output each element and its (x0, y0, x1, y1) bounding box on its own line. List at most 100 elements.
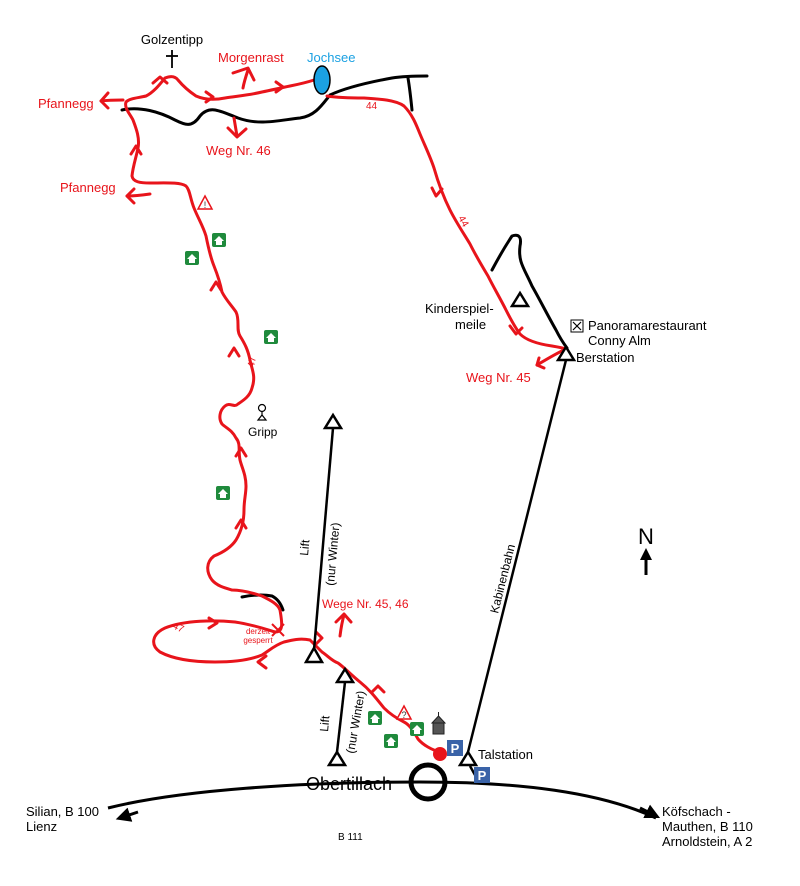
road-b111 (107, 780, 661, 822)
restaurant-icon (570, 319, 584, 333)
hut-icon (384, 734, 398, 748)
route-arrow (256, 654, 268, 670)
lift-upper-line (312, 427, 335, 651)
hut-icon (185, 251, 199, 265)
parking-icon: P (474, 767, 490, 783)
label-talstation: Talstation (478, 747, 533, 762)
label-weg-44-b: 44 (455, 214, 470, 230)
label-gripp: Gripp (248, 425, 278, 439)
route-wege-45-46 (338, 613, 346, 638)
ridge-kinderspiel (490, 233, 569, 350)
start-point-icon (433, 747, 447, 761)
warning-icon: ? (395, 704, 413, 720)
route-arrow (334, 612, 353, 624)
label-conny-alm: Conny Alm (588, 333, 651, 348)
route-arrow (508, 324, 524, 336)
hut-icon (368, 711, 382, 725)
gripp-marker-icon (256, 403, 268, 421)
hut-icon (264, 330, 278, 344)
label-kinderspiel-2: meile (455, 317, 486, 332)
ridge-upper (120, 74, 429, 126)
route-44 (325, 94, 568, 351)
label-kabinenbahn: Kabinenbahn (487, 543, 518, 615)
route-arrow (535, 356, 546, 370)
hut-icon (410, 722, 424, 736)
route-weg-46 (232, 116, 239, 138)
ridge-lines (120, 74, 569, 612)
label-road-b111: B 111 (338, 832, 363, 843)
label-road-left-1: Silian, B 100 (26, 804, 99, 819)
label-jochsee: Jochsee (307, 50, 355, 65)
lifts (303, 290, 577, 785)
route-arrow (370, 684, 386, 694)
parking-icon: P (447, 740, 463, 756)
route-arrow (227, 346, 241, 358)
label-weg-46: Weg Nr. 46 (206, 143, 271, 158)
jochsee-lake (313, 65, 331, 95)
kabinenbahn-line (466, 359, 568, 753)
route-morgenrast (241, 68, 250, 90)
ridge-lower (240, 593, 285, 612)
label-weg-44-a: 44 (366, 101, 378, 112)
route-arrow (234, 518, 248, 530)
ridge-spur (406, 76, 414, 112)
route-direction-arrows (99, 66, 546, 694)
route-main-loop (124, 75, 442, 754)
route-arrow (231, 66, 256, 82)
lift-lower-line (335, 681, 347, 753)
route-pfannegg-top (99, 98, 125, 103)
label-kinderspiel-1: Kinderspiel- (425, 301, 494, 316)
route-arrow (209, 280, 223, 292)
route-arrow (234, 446, 248, 458)
lift-station-icon (457, 749, 479, 767)
hiking-routes (99, 68, 568, 754)
label-pfannegg-top: Pfannegg (38, 96, 94, 111)
svg-text:!: ! (204, 200, 207, 210)
label-lift-lower-2: (nur Winter) (343, 690, 368, 755)
lift-station-icon (509, 290, 531, 308)
hut-icon (216, 486, 230, 500)
route-arrow (125, 187, 136, 205)
route-arrow (99, 91, 110, 110)
lift-station-icon (326, 749, 348, 767)
label-road-right-2: Mauthen, B 110 (662, 819, 753, 834)
label-road-right-3: Arnoldstein, A 2 (662, 834, 752, 849)
label-lift-upper-1: Lift (297, 538, 312, 556)
route-arrow (274, 80, 285, 94)
route-arrow (204, 90, 215, 104)
chapel-icon (430, 712, 447, 735)
north-arrow-icon: N (638, 524, 654, 575)
label-obertillach: Obertillach (306, 774, 392, 794)
route-arrow (207, 616, 219, 630)
town-ring-icon (408, 762, 448, 802)
label-golzentipp: Golzentipp (141, 32, 203, 47)
closure-marker (271, 623, 285, 637)
label-bergstation: Berstation (576, 350, 635, 365)
label-weg-45: Weg Nr. 45 (466, 370, 531, 385)
label-derzeit: derzeit (246, 627, 271, 636)
lift-station-icon (334, 666, 356, 684)
hut-icon (212, 233, 226, 247)
warning-icon: ! (196, 194, 214, 210)
label-lift-lower-1: Lift (317, 714, 332, 732)
lift-station-icon (303, 645, 325, 664)
label-weg-47-a: 47 (246, 355, 259, 368)
route-arrow (129, 144, 143, 156)
summit-cross-icon (166, 50, 178, 68)
svg-text:?: ? (401, 710, 406, 720)
label-weg-47-b: 47 (171, 621, 186, 636)
lift-station-icon (555, 344, 577, 362)
label-wege-45-46: Wege Nr. 45, 46 (322, 597, 409, 611)
label-road-left-2: Lienz (26, 819, 57, 834)
label-road-right-1: Köfschach - (662, 804, 731, 819)
route-arrow (314, 630, 324, 646)
route-arrow (151, 75, 169, 85)
label-morgenrast: Morgenrast (218, 50, 284, 65)
huts (185, 233, 424, 748)
parking-label: P (451, 741, 460, 756)
label-gesperrt: gesperrt (243, 636, 273, 645)
label-panoramarestaurant: Panoramarestaurant (588, 318, 707, 333)
parking-label: P (478, 768, 487, 783)
